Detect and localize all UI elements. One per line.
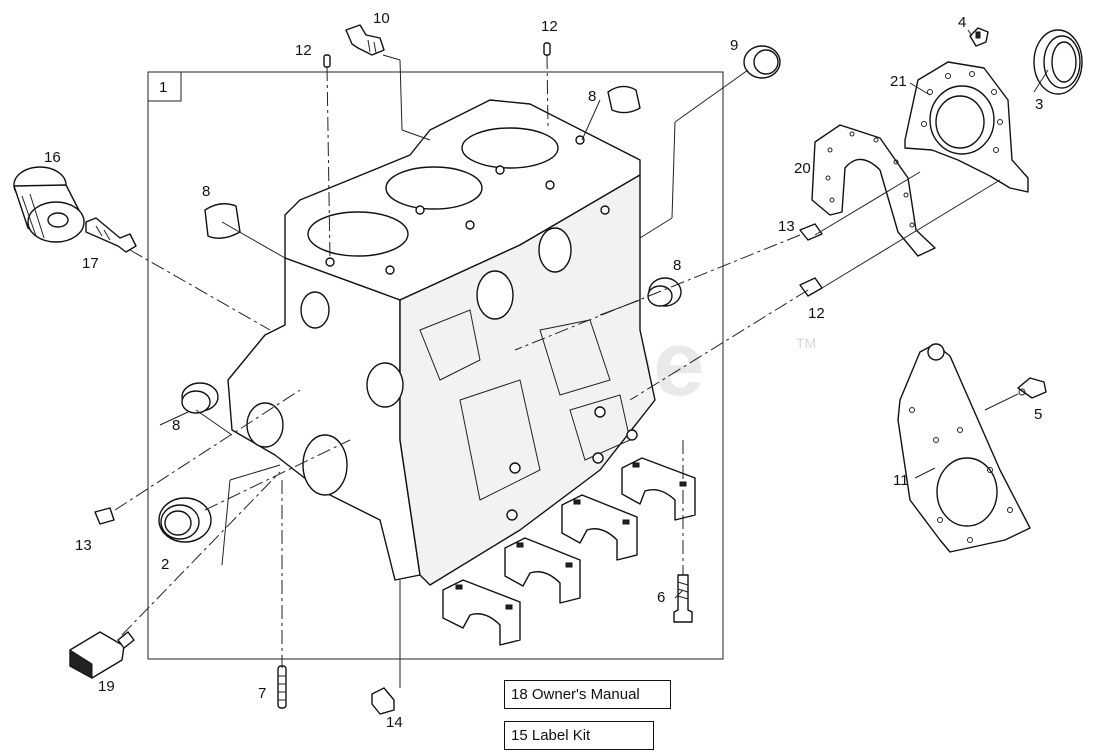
owners-manual-kit[interactable]: 18 Owner's Manual (504, 680, 671, 709)
cover-plate-11[interactable] (897, 343, 1031, 553)
callout-4[interactable]: 4 (958, 14, 966, 31)
seal-retainer-21[interactable] (904, 61, 1029, 193)
assembly-box-label: 1 (159, 79, 167, 96)
bolt-6[interactable] (673, 440, 693, 623)
callouts: 10 12 12 9 8 16 8 17 8 8 13 2 19 7 14 6 … (44, 10, 1043, 731)
bearing-cap-4[interactable] (621, 457, 696, 521)
bearing-cap-2[interactable] (504, 537, 581, 604)
dowel-13-left[interactable] (94, 507, 115, 525)
callout-8-lower-left[interactable]: 8 (172, 417, 180, 434)
callout-10[interactable]: 10 (373, 10, 390, 27)
nozzle-7[interactable] (277, 665, 287, 709)
callout-13-left[interactable]: 13 (75, 537, 92, 554)
fitting-4[interactable] (969, 27, 989, 47)
callout-6[interactable]: 6 (657, 589, 665, 606)
callout-7[interactable]: 7 (258, 685, 266, 702)
callout-11[interactable]: 11 (893, 472, 909, 489)
callout-14[interactable]: 14 (386, 714, 403, 731)
callout-21[interactable]: 21 (890, 73, 907, 90)
assembly-box-label-frame (147, 71, 182, 102)
leader-lines (114, 29, 1049, 688)
plug-8-lower-left[interactable] (181, 382, 219, 414)
callout-2[interactable]: 2 (161, 556, 169, 573)
plug-8-left[interactable] (204, 203, 241, 239)
watermark-tm: TM (796, 335, 816, 351)
bearing-cap-1[interactable] (442, 579, 521, 646)
callout-8-right[interactable]: 8 (673, 257, 681, 274)
plug-8-right[interactable] (647, 277, 682, 307)
plug-10[interactable] (345, 24, 385, 56)
callout-9[interactable]: 9 (730, 37, 738, 54)
sensor-19[interactable] (69, 631, 135, 679)
callout-20[interactable]: 20 (794, 160, 811, 177)
fitting-5[interactable] (1017, 377, 1047, 399)
plug-9[interactable] (743, 45, 781, 79)
gasket-20[interactable] (811, 124, 936, 257)
cylinder-block[interactable] (227, 99, 656, 586)
callout-8-top[interactable]: 8 (588, 88, 596, 105)
dowel-13-right[interactable] (799, 223, 823, 241)
callout-16[interactable]: 16 (44, 149, 61, 166)
callout-8-left[interactable]: 8 (202, 183, 210, 200)
callout-3[interactable]: 3 (1035, 96, 1043, 113)
plug-14[interactable] (371, 687, 395, 715)
oil-seal-2[interactable] (158, 497, 212, 543)
oil-seal-3[interactable] (1033, 29, 1083, 95)
callout-12-center[interactable]: 12 (541, 18, 558, 35)
fitting-17[interactable] (85, 217, 137, 253)
callout-13-right[interactable]: 13 (778, 218, 795, 235)
callout-12-right[interactable]: 12 (808, 305, 825, 322)
callout-19[interactable]: 19 (98, 678, 115, 695)
bearing-cap-3[interactable] (561, 494, 638, 561)
label-kit[interactable]: 15 Label Kit (504, 721, 654, 750)
assembly-box (147, 71, 724, 660)
callout-12-left[interactable]: 12 (295, 42, 312, 59)
oil-filter-16[interactable] (13, 166, 85, 243)
callout-17[interactable]: 17 (82, 255, 99, 272)
dowel-pin-12-center[interactable] (543, 42, 551, 56)
callout-5[interactable]: 5 (1034, 406, 1042, 423)
plug-8-top[interactable] (607, 85, 641, 114)
dowel-pin-12-left[interactable] (323, 54, 331, 68)
